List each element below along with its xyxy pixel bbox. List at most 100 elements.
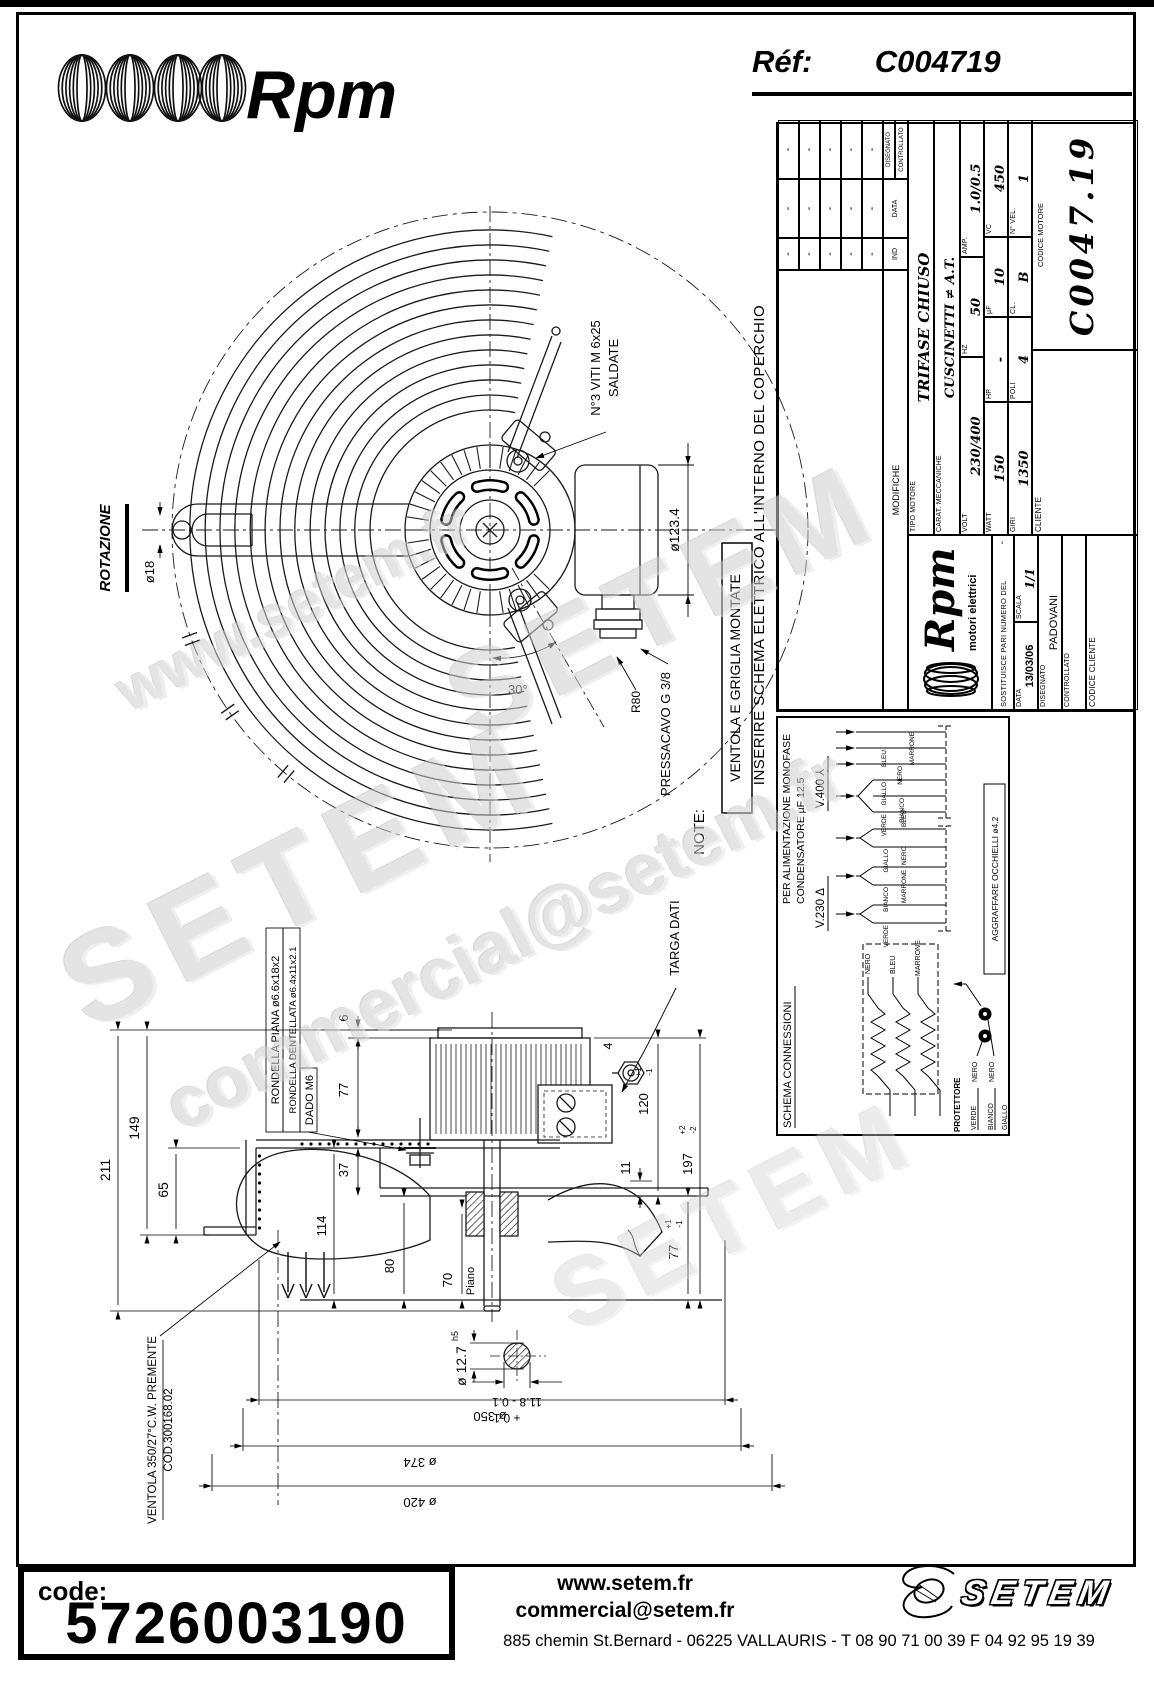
cliente-cell: CLIENTE [1032, 350, 1138, 535]
v230-wire-1r: NERO [901, 846, 908, 865]
revision-dash-cell: - [862, 120, 883, 179]
revision-dash-cell: - [799, 238, 820, 270]
dim-70: 70 [440, 1273, 455, 1287]
revision-header-modifiche: MODIFICHE [883, 270, 908, 710]
sheet-border [16, 12, 1136, 1567]
hz-cell: HZ 50 [960, 257, 984, 357]
amp-cell: AMP. 1.0/0.5 [960, 120, 984, 257]
angle30-label: 30° [508, 682, 528, 697]
revision-header-disegnato: DISEGNATO [883, 120, 895, 179]
tipo-motore-row: TIPO MOTORE TRIFASE CHIUSO [908, 120, 934, 535]
revision-dash-cell: - [841, 238, 862, 270]
schema-head2: CONDENSATORE µF 12.5 [795, 777, 807, 904]
rotazione-label: ROTAZIONE [97, 503, 114, 591]
dim-197-tm: -2 [689, 1126, 698, 1134]
revision-dash-cell: - [799, 179, 820, 238]
scala-cell: SCALA 1/1 [1014, 535, 1038, 622]
revision-dash-cell: - [820, 120, 841, 179]
v230-wire-2l: GIALLO [883, 849, 890, 872]
aggraffare-label: AGGRAFFARE OCCHIELLI ø4.2 [990, 816, 1000, 941]
revision-dash-cell: - [862, 179, 883, 238]
dia123-label: ø123.4 [666, 508, 682, 552]
coil-right-2: MARRONE [915, 940, 922, 976]
dim-80: 80 [382, 1259, 397, 1273]
key-dim: 11.8 - 0.1 [492, 1395, 542, 1409]
codice-motore-cell: CODICE MOTORE C0047.19 [1032, 120, 1138, 350]
dim-77b-tp: +1 [664, 1219, 673, 1229]
v400-wire-5: MARRONE [909, 731, 916, 765]
dia-374: ø 374 [403, 1455, 436, 1470]
dim-197: 197 [680, 1153, 695, 1175]
coil-left-1: BIANCO [988, 1103, 995, 1130]
revision-dash-cell: - [841, 179, 862, 238]
ventola-note-2: COD.300168.02 [163, 1388, 175, 1471]
front-view-labels: ROTAZIONE ø18 N°3 VITI M 6x25 SALDATE ø1… [97, 305, 768, 976]
reference-header: Réf: C004719 [752, 44, 1134, 80]
code-label: code: [38, 1576, 108, 1606]
dim-120-tm: -1 [645, 1068, 654, 1076]
front-view-dim-lines [125, 431, 753, 1093]
titleblock-logo-cell: Rpm motori elettrici [908, 535, 992, 710]
dim-77b: 77 [666, 1245, 681, 1259]
schema-connessioni-block: SCHEMA CONNESSIONI PER ALIMENTAZIONE MON… [776, 716, 1010, 1136]
r80-label: R80 [629, 691, 643, 713]
hp-cell: HP - [984, 317, 1008, 402]
ref-label: Réf: [752, 44, 813, 79]
revision-modifiche-area [778, 270, 883, 710]
uf-cell: µF 10 [984, 237, 1008, 317]
nero-label-2: NERO [989, 1061, 996, 1082]
title-block: --------------- MODIFICHE IND DATA DISEG… [776, 120, 1138, 712]
dim-65: 65 [155, 1182, 171, 1198]
titleblock-logo-sub: motori elettrici [967, 574, 979, 651]
dim-114: 114 [314, 1216, 329, 1237]
dia-350: ø 350 [473, 1409, 506, 1424]
volt-cell: VOLT 230/400 [960, 357, 984, 535]
revision-dash-cell: - [820, 179, 841, 238]
targa-label: TARGA DATI [667, 900, 682, 975]
coil-right-1: BLEU [890, 956, 897, 974]
v230-wire-0l: VERDE [883, 924, 890, 947]
setem-swoosh-icon [902, 1565, 955, 1619]
v230-wire-1l: BIANCO [883, 887, 890, 912]
code-box: code: 5726003190 [18, 1566, 455, 1660]
coil-left-2: GIALLO [1002, 1104, 1008, 1130]
viti-label-1: N°3 VITI M 6x25 [588, 320, 603, 416]
ventola-box-label: VENTOLA E GRIGLIA MONTATE [727, 574, 743, 782]
dado-label: DADO M6 [304, 1075, 316, 1125]
viti-label-2: SALDATE [606, 339, 621, 398]
dia18-label: ø18 [142, 561, 157, 583]
revision-dash-cell: - [862, 238, 883, 270]
data-cell: DATA 13/03/06 [1014, 622, 1038, 710]
nero-label-1: NERO [972, 1061, 979, 1082]
poli-cell: POLI 4 [1008, 317, 1032, 402]
vc-cell: VC 450 [984, 120, 1008, 237]
ventola-note-1: VENTOLA 350/27°C.W. PREMENTE [147, 1336, 159, 1524]
dim-120-tp: +1 [634, 1067, 643, 1077]
codice-motore-value: C0047.19 [1063, 133, 1101, 337]
note-text: INSERIRE SCHEMA ELETTRICO ALL'INTERNO DE… [751, 305, 768, 785]
dim-77: 77 [336, 1083, 351, 1097]
setem-logo: SETEM [892, 1564, 1138, 1624]
revision-dash-cell: - [778, 238, 799, 270]
nvel-cell: N° VEL. 1 [1008, 120, 1032, 237]
revision-header-controllato: CONTROLLATO [895, 120, 908, 179]
revision-dash-cell: - [820, 238, 841, 270]
disegnato-cell: DISEGNATO PADOVANI [1038, 535, 1062, 710]
schema-title: SCHEMA CONNESSIONI [782, 1001, 794, 1128]
rondella-piana-label: RONDELLA PIANA ø6.6x18x2 [270, 956, 282, 1105]
code-value: 5726003190 [65, 1591, 408, 1656]
revision-dash-cell: - [778, 120, 799, 179]
dim-127-h5: h5 [450, 1331, 460, 1341]
revision-header-ind: IND [883, 238, 908, 270]
revision-header-data: DATA [883, 179, 908, 238]
ref-value: C004719 [874, 44, 1001, 79]
v400-wire-0: VERDE [881, 813, 888, 836]
wiring-diagram: SCHEMA CONNESSIONI PER ALIMENTAZIONE MON… [781, 725, 1009, 1132]
sostituisce-row: SOSTITUISCE PARI NUMERO DEL - [992, 535, 1014, 710]
footer-website: www.setem.fr [557, 1572, 693, 1595]
scan-edge [0, 0, 1154, 7]
v400-wire-4: BLEU [881, 750, 888, 767]
rpm-coil-small-icon [923, 662, 979, 697]
